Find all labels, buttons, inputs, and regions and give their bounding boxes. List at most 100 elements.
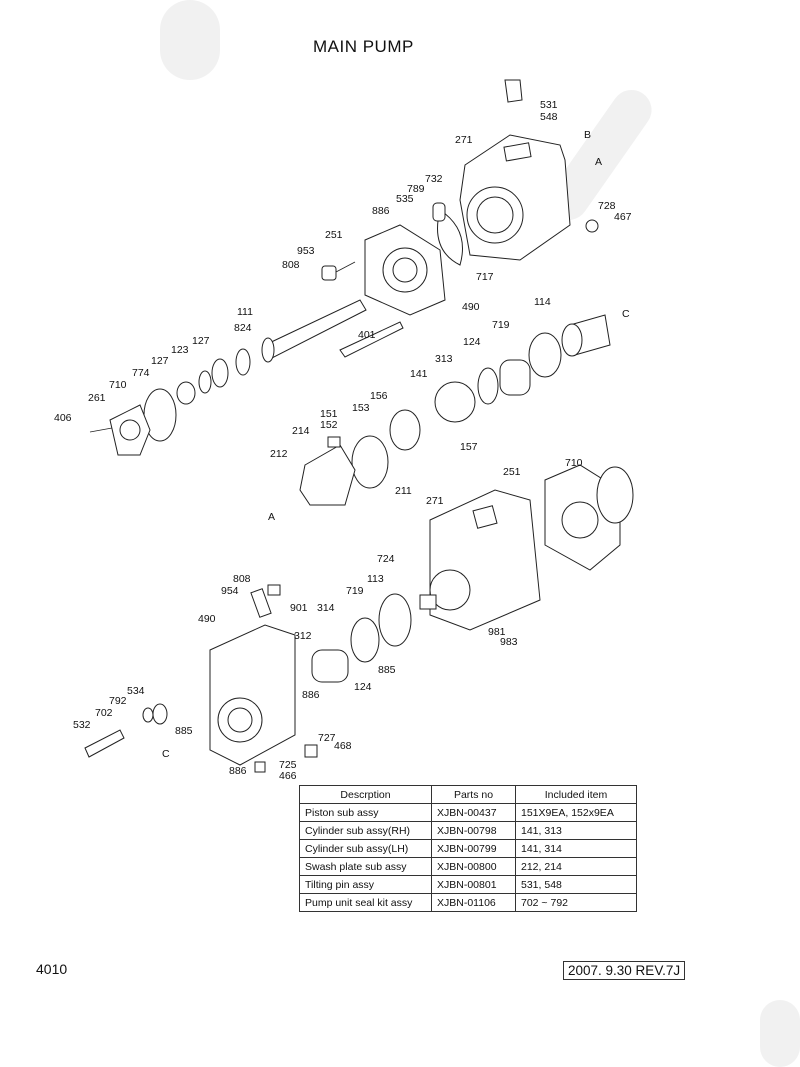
column-header: Descrption — [299, 785, 432, 804]
callout-label: 490 — [198, 613, 216, 625]
callout-label: 548 — [540, 111, 558, 123]
callout-label: 156 — [370, 390, 388, 402]
callout-label: 824 — [234, 322, 252, 334]
callout-label: A — [268, 511, 275, 523]
drive-shaft — [143, 299, 404, 442]
table-row: Cylinder sub assy(RH) XJBN-00798 141, 31… — [299, 821, 637, 840]
table-header-row: Descrption Parts no Included item — [299, 785, 637, 804]
callout-label: 732 — [425, 173, 443, 185]
table-row: Pump unit seal kit assy XJBN-01106 702 ~… — [299, 893, 637, 912]
callout-label: 725 — [279, 759, 297, 771]
callout-label: 127 — [151, 355, 169, 367]
callout-label: 151 — [320, 408, 338, 420]
valve-block — [84, 584, 318, 773]
callout-label: 808 — [282, 259, 300, 271]
callout-label: 534 — [127, 685, 145, 697]
callout-label: 808 — [233, 573, 251, 585]
pump-casing-lower — [419, 464, 634, 631]
cylinder-assembly — [351, 314, 611, 489]
table-cell: XJBN-00800 — [431, 857, 516, 876]
callout-label: 953 — [297, 245, 315, 257]
callout-label: 123 — [171, 344, 189, 356]
callout-label: 954 — [221, 585, 239, 597]
callout-label: 774 — [132, 367, 150, 379]
callout-label: 251 — [503, 466, 521, 478]
callout-label: 111 — [237, 306, 253, 318]
page-title: MAIN PUMP — [313, 37, 414, 56]
callout-label: 114 — [534, 296, 551, 308]
pump-casing-upper — [432, 79, 599, 266]
callout-label: 406 — [54, 412, 72, 424]
callout-label: 789 — [407, 183, 425, 195]
callout-labels: 531 548 271 B A 732 789 535 728 467 886 … — [54, 99, 632, 782]
callout-label: 719 — [346, 585, 364, 597]
callout-label: 401 — [358, 329, 376, 341]
callout-label: A — [595, 156, 602, 168]
front-cover-upper — [321, 224, 446, 316]
callout-label: 710 — [565, 457, 583, 469]
parts-table: Descrption Parts no Included item Piston… — [299, 785, 637, 912]
table-cell: XJBN-00801 — [431, 875, 516, 894]
table-cell: XJBN-00437 — [431, 803, 516, 822]
callout-label: B — [584, 129, 591, 141]
table-row: Piston sub assy XJBN-00437 151X9EA, 152x… — [299, 803, 637, 822]
callout-label: 271 — [455, 134, 473, 146]
callout-label: 490 — [462, 301, 480, 313]
callout-label: 141 — [410, 368, 428, 380]
background-smudge — [160, 0, 220, 80]
callout-label: 312 — [294, 630, 312, 642]
table-cell: XJBN-00798 — [431, 821, 516, 840]
column-header: Included item — [515, 785, 637, 804]
callout-label: 313 — [435, 353, 453, 365]
callout-label: 710 — [109, 379, 127, 391]
callout-label: 211 — [395, 485, 412, 497]
table-cell: XJBN-01106 — [431, 893, 516, 912]
callout-label: 727 — [318, 732, 336, 744]
callout-label: 885 — [175, 725, 193, 737]
callout-label: C — [162, 748, 170, 760]
table-row: Swash plate sub assy XJBN-00800 212, 214 — [299, 857, 637, 876]
table-cell: XJBN-00799 — [431, 839, 516, 858]
callout-label: 535 — [396, 193, 414, 205]
table-cell: Swash plate sub assy — [299, 857, 432, 876]
table-cell: Pump unit seal kit assy — [299, 893, 432, 912]
callout-label: 886 — [372, 205, 390, 217]
callout-label: 719 — [492, 319, 510, 331]
callout-label: 153 — [352, 402, 370, 414]
callout-label: 702 — [95, 707, 113, 719]
background-smudge — [760, 1000, 800, 1067]
table-cell: 531, 548 — [515, 875, 637, 894]
callout-label: 157 — [460, 441, 478, 453]
callout-label: 728 — [598, 200, 616, 212]
callout-label: C — [622, 308, 630, 320]
callout-label: 886 — [229, 765, 247, 777]
callout-label: 314 — [317, 602, 335, 614]
table-cell: Piston sub assy — [299, 803, 432, 822]
callout-label: 717 — [476, 271, 494, 283]
callout-label: 792 — [109, 695, 127, 707]
callout-label: 212 — [270, 448, 288, 460]
table-row: Cylinder sub assy(LH) XJBN-00799 141, 31… — [299, 839, 637, 858]
table-cell: 702 ~ 792 — [515, 893, 637, 912]
table-cell: 151X9EA, 152x9EA — [515, 803, 637, 822]
callout-label: 261 — [88, 392, 106, 404]
cylinder-assembly-lower — [311, 593, 412, 683]
page-number: 4010 — [36, 961, 68, 977]
callout-label: 901 — [290, 602, 308, 614]
callout-label: 466 — [279, 770, 297, 782]
table-cell: Cylinder sub assy(RH) — [299, 821, 432, 840]
callout-label: 531 — [540, 99, 558, 111]
column-header: Parts no — [431, 785, 516, 804]
callout-label: 271 — [426, 495, 444, 507]
callout-label: 152 — [320, 419, 338, 431]
callout-label: 983 — [500, 636, 518, 648]
callout-label: 724 — [377, 553, 395, 565]
table-cell: Cylinder sub assy(LH) — [299, 839, 432, 858]
callout-label: 981 — [488, 626, 506, 638]
callout-label: 113 — [367, 573, 384, 585]
callout-label: 532 — [73, 719, 91, 731]
callout-label: 214 — [292, 425, 310, 437]
callout-label: 468 — [334, 740, 352, 752]
callout-label: 467 — [614, 211, 632, 223]
table-cell: 212, 214 — [515, 857, 637, 876]
